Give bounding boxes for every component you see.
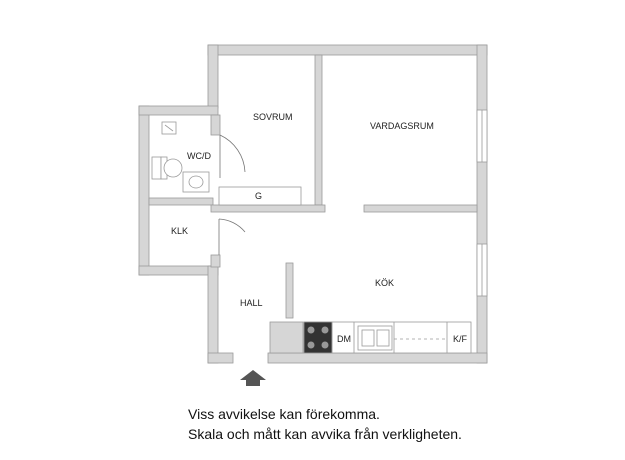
room-label-klk: KLK [171, 226, 188, 236]
windows [476, 109, 488, 297]
room-label-sovrum: SOVRUM [253, 112, 293, 122]
walls [138, 44, 488, 364]
wardrobe [218, 186, 302, 206]
disclaimer-line-2: Skala och mått kan avvika från verklighe… [188, 426, 462, 442]
washbasin-icon [182, 171, 210, 193]
room-label-wc-d: WC/D [187, 151, 211, 161]
doors [218, 134, 246, 255]
sink-icon [357, 325, 393, 351]
wc-fixtures [151, 121, 210, 193]
room-label-hall: HALL [240, 298, 263, 308]
washing-machine-icon [161, 121, 177, 135]
toilet-icon [160, 156, 183, 180]
stove-icon [303, 321, 333, 354]
entrance-arrow-icon [240, 370, 266, 386]
disclaimer-line-1: Viss avvikelse kan förekomma. [188, 406, 380, 422]
kitchen-counter [303, 321, 472, 354]
wardrobe-label: G [255, 191, 262, 201]
room-label-kok: KÖK [375, 278, 394, 288]
room-label-vardagsrum: VARDAGSRUM [370, 121, 434, 131]
fridge-freezer-label: K/F [453, 334, 468, 344]
floor-plan: SOVRUM VARDAGSRUM WC/D G KLK HALL KÖK DM… [138, 44, 488, 386]
dishwasher-label: DM [337, 334, 351, 344]
